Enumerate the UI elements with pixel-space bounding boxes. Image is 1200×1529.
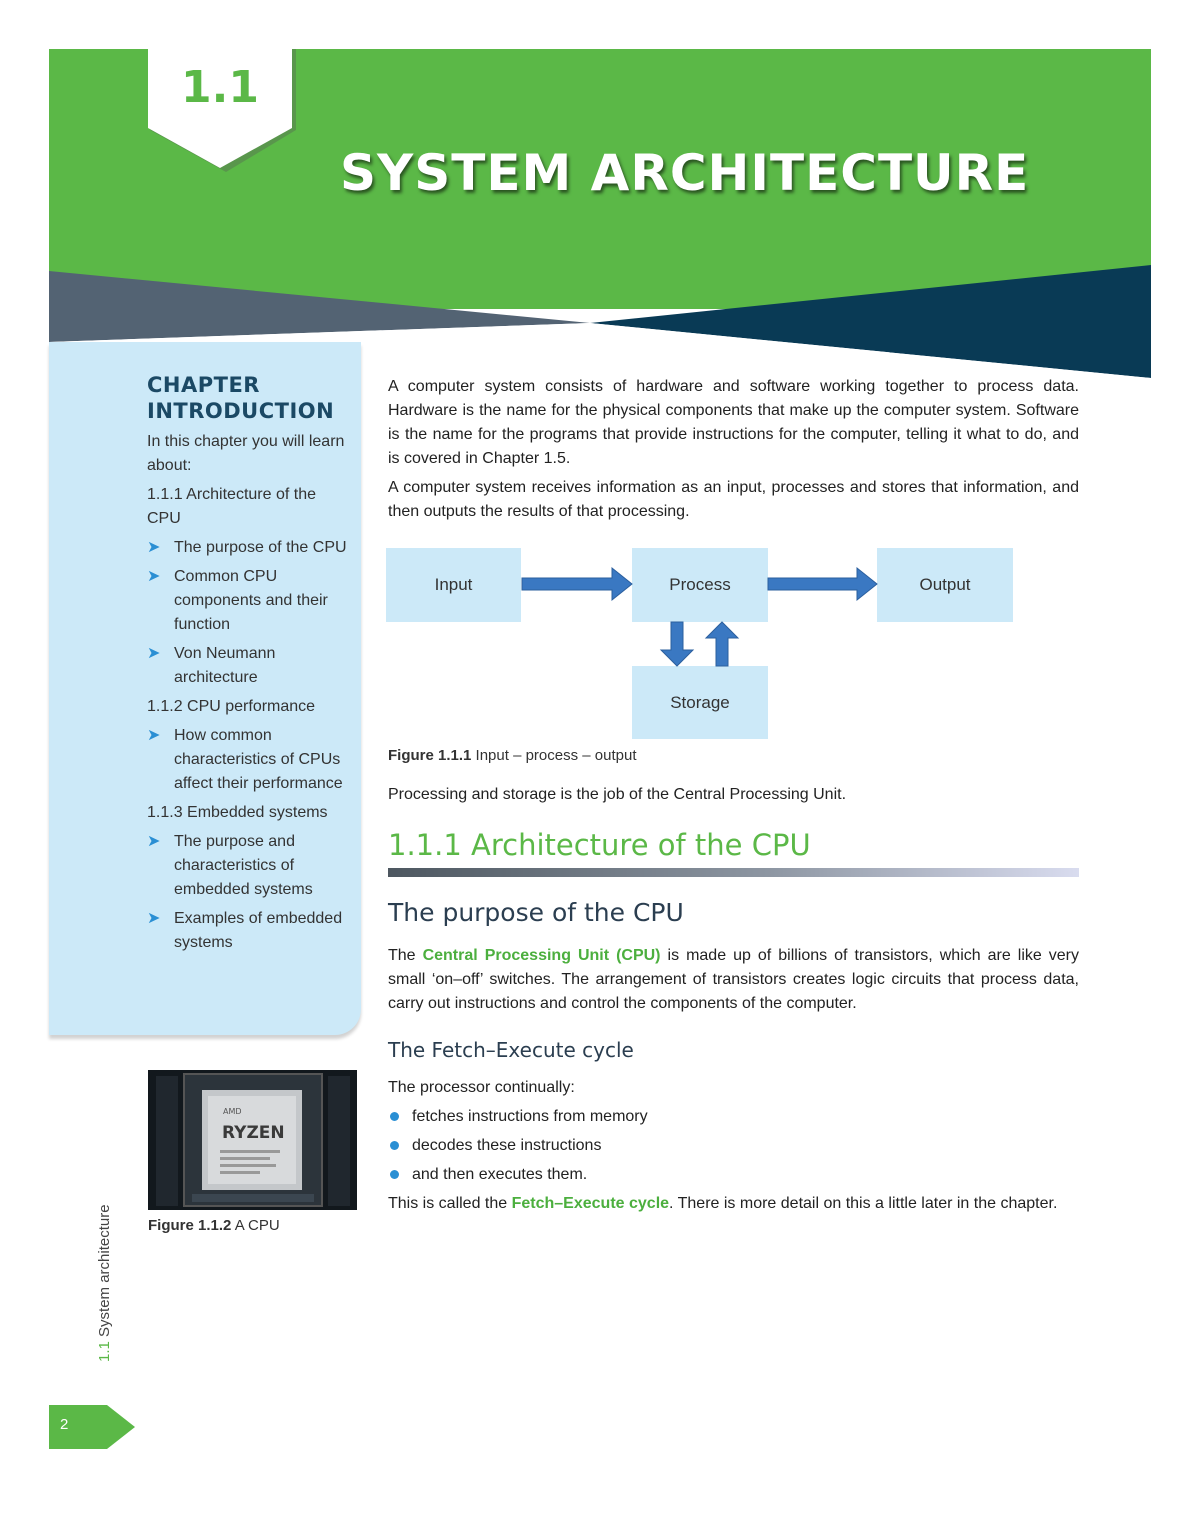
sidebar-list-item: ➤ Examples of embedded systems <box>147 907 352 955</box>
sidebar-list-item: ➤ How common characteristics of CPUs affe… <box>147 724 352 796</box>
figure-caption-text: Input – process – output <box>471 747 637 764</box>
diagram-arrows <box>521 566 878 667</box>
subsubheading-block: The Fetch–Execute cycle <box>388 1038 1079 1062</box>
figure-label: Figure 1.1.2 <box>148 1217 232 1234</box>
sidebar-list-item-text: The purpose of the CPU <box>174 539 347 556</box>
bullet-dot-icon <box>390 1112 399 1121</box>
paragraph-text: This is called the <box>388 1195 512 1212</box>
chapter-introduction-panel: CHAPTER INTRODUCTION In this chapter you… <box>49 342 361 1035</box>
paragraph-text: . There is more detail on this a little … <box>669 1195 1058 1212</box>
section-heading-block: 1.1.1 Architecture of the CPU <box>388 828 1079 862</box>
section-heading: 1.1.1 Architecture of the CPU <box>388 828 811 862</box>
cpu-illustration: AMD RYZEN <box>148 1070 357 1210</box>
figure-caption-ipo: Figure 1.1.1 Input – process – output <box>388 747 637 764</box>
cpu-brand-text: AMD <box>223 1107 242 1116</box>
list-item: decodes these instructions <box>388 1134 1079 1158</box>
cpu-photo: AMD RYZEN <box>148 1070 357 1210</box>
sidebar-list-item-text: Examples of embedded systems <box>174 910 343 951</box>
sidebar-list-item: ➤ The purpose of the CPU <box>147 536 352 560</box>
figure-caption-cpu: Figure 1.1.2 A CPU <box>148 1217 280 1234</box>
diagram-box-output: Output <box>877 548 1013 622</box>
sidebar-heading: CHAPTER INTRODUCTION <box>147 372 352 424</box>
list-item-text: fetches instructions from memory <box>412 1108 648 1125</box>
cpu-name-text: RYZEN <box>222 1123 285 1143</box>
bullet-dot-icon <box>390 1170 399 1179</box>
arrow-bullet-icon: ➤ <box>147 645 161 662</box>
page-number-tab <box>49 1405 135 1449</box>
diagram-box-storage: Storage <box>632 666 768 739</box>
diagram-box-process: Process <box>632 548 768 622</box>
sidebar-heading-line1: CHAPTER <box>147 373 260 397</box>
arrow-bullet-icon: ➤ <box>147 539 161 556</box>
chapter-title: SYSTEM ARCHITECTURE <box>340 144 1030 202</box>
sidebar-list-item: ➤ Common CPU components and their functio… <box>147 565 352 637</box>
figure-label: Figure 1.1.1 <box>388 747 472 764</box>
chapter-number: 1.1 <box>181 62 259 113</box>
sidebar-intro: In this chapter you will learn about: <box>147 433 345 474</box>
arrow-right-icon <box>521 566 633 602</box>
subheading: The purpose of the CPU <box>388 898 684 927</box>
list-item-text: decodes these instructions <box>412 1137 602 1154</box>
sidebar-list-item-text: How common characteristics of CPUs affec… <box>174 727 343 792</box>
sidebar-list-item: ➤ The purpose and characteristics of embe… <box>147 830 352 902</box>
chapter-introduction-content: CHAPTER INTRODUCTION In this chapter you… <box>147 372 352 960</box>
paragraph: The processor continually: <box>388 1079 575 1096</box>
running-head: 1.1 System architecture <box>96 1204 113 1362</box>
paragraph-text: is made up of billions of transistors, w… <box>388 947 1080 1012</box>
paragraph: The Central Processing Unit (CPU) is mad… <box>388 944 1079 1016</box>
subheading-block: The purpose of the CPU <box>388 898 1079 927</box>
paragraph-block: The Central Processing Unit (CPU) is mad… <box>388 944 1079 1016</box>
arrow-bullet-icon: ➤ <box>147 910 161 927</box>
sidebar-heading-line2: INTRODUCTION <box>147 399 335 423</box>
sidebar-list-item-text: Common CPU components and their function <box>174 568 328 633</box>
sidebar-section-title: 1.1.3 Embedded systems <box>147 804 328 821</box>
sidebar-section-title: 1.1.2 CPU performance <box>147 698 316 715</box>
bullet-dot-icon <box>390 1141 399 1150</box>
running-head-title: System architecture <box>96 1204 113 1342</box>
arrow-bullet-icon: ➤ <box>147 833 161 850</box>
figure-caption-text: A CPU <box>231 1217 280 1234</box>
list-item: fetches instructions from memory <box>388 1105 1079 1129</box>
sidebar-list-item: ➤ Von Neumann architecture <box>147 642 352 690</box>
key-term: Central Processing Unit (CPU) <box>422 947 661 964</box>
arrow-up-icon <box>704 621 740 667</box>
intro-text: A computer system consists of hardware a… <box>388 375 1079 524</box>
arrow-right-icon <box>767 566 878 602</box>
key-term: Fetch–Execute cycle <box>511 1195 670 1212</box>
section-rule <box>388 868 1079 877</box>
paragraph: A computer system receives information a… <box>388 479 1079 520</box>
arrow-bullet-icon: ➤ <box>147 727 161 744</box>
paragraph-text: The <box>388 947 423 964</box>
paragraph: Processing and storage is the job of the… <box>388 786 847 803</box>
arrow-bullet-icon: ➤ <box>147 568 161 585</box>
sidebar-section-title: 1.1.1 Architecture of the CPU <box>147 486 316 527</box>
sidebar-list-item-text: Von Neumann architecture <box>174 645 276 686</box>
page-number: 2 <box>60 1416 69 1433</box>
diagram-box-input: Input <box>386 548 521 622</box>
paragraph: A computer system consists of hardware a… <box>388 378 1079 467</box>
sidebar-list-item-text: The purpose and characteristics of embed… <box>174 833 313 898</box>
running-head-number: 1.1 <box>96 1341 113 1362</box>
list-item: and then executes them. <box>388 1163 1079 1187</box>
list-item-text: and then executes them. <box>412 1166 588 1183</box>
subsubheading: The Fetch–Execute cycle <box>388 1038 634 1062</box>
paragraph: This is called the Fetch–Execute cycle. … <box>388 1192 1079 1216</box>
paragraph-block: Processing and storage is the job of the… <box>388 783 1079 807</box>
fetch-execute-block: The processor continually: fetches instr… <box>388 1076 1079 1216</box>
arrow-down-icon <box>659 621 695 667</box>
